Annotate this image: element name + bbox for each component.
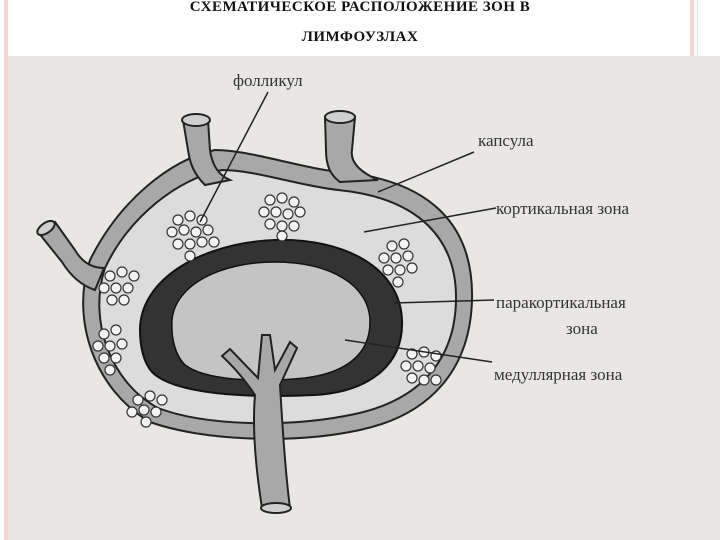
follicle-cluster-bottom-left bbox=[126, 390, 168, 428]
slide-title: СХЕМАТИЧЕСКОЕ РАСПОЛОЖЕНИЕ ЗОН В ЛИМФОУЗ… bbox=[40, 0, 680, 52]
leader-cortical bbox=[363, 207, 497, 233]
follicle-cluster-left-lower bbox=[92, 324, 128, 376]
afferent-vessel-right-opening bbox=[324, 110, 356, 124]
medullary-zone bbox=[171, 261, 371, 381]
leader-follicle bbox=[199, 91, 269, 223]
leader-medullary bbox=[344, 339, 493, 363]
efferent-vessel-opening bbox=[260, 502, 292, 514]
follicle-cluster-left bbox=[98, 266, 140, 306]
leader-paracortical bbox=[393, 299, 495, 304]
label-follicle: фолликул bbox=[233, 71, 303, 90]
follicle-cluster-bottom-right bbox=[400, 346, 442, 386]
label-capsule: капсула bbox=[478, 131, 534, 150]
leader-capsule bbox=[377, 151, 475, 193]
afferent-vessel-right bbox=[323, 116, 379, 184]
label-cortical-zone: кортикальная зона bbox=[496, 199, 630, 218]
afferent-vessel-left bbox=[181, 119, 234, 187]
afferent-vessel-side bbox=[36, 220, 106, 292]
slide-frame-left bbox=[4, 0, 8, 540]
label-paracortical-zone-line1: паракортикальная bbox=[496, 293, 626, 312]
leader-lines bbox=[199, 91, 497, 363]
slide-title-line-2: ЛИМФОУЗЛАХ bbox=[301, 29, 419, 45]
follicle-cluster-top-center bbox=[258, 192, 306, 242]
efferent-vessel bbox=[220, 334, 299, 509]
slide-title-line-1: СХЕМАТИЧЕСКОЕ РАСПОЛОЖЕНИЕ ЗОН В bbox=[189, 0, 531, 15]
afferent-vessel-left-opening bbox=[181, 113, 211, 127]
follicle-cluster-right bbox=[378, 238, 418, 288]
label-medullary-zone: медуллярная зона bbox=[494, 365, 623, 384]
label-paracortical-zone-line2: зона bbox=[566, 319, 598, 338]
follicle-cluster-top-left bbox=[166, 210, 220, 262]
afferent-vessel-side-opening bbox=[36, 219, 56, 237]
